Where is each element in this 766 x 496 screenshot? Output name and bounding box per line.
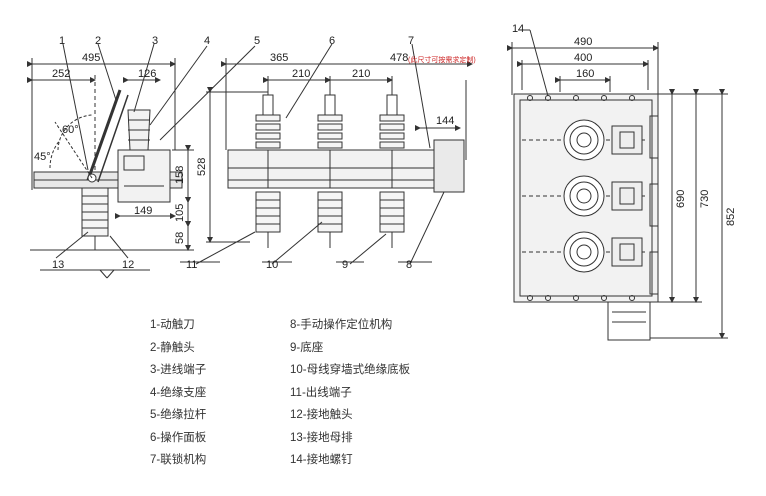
legend-right-column: 8-手动操作定位机构 9-底座 10-母线穿墙式绝缘底板 11-出线端子 12-… xyxy=(290,314,410,472)
pole-1 xyxy=(522,119,648,161)
dim-252: 252 xyxy=(52,68,70,80)
callout-7: 7 xyxy=(408,35,414,47)
dim-126: 126 xyxy=(138,68,156,80)
dim-158: 158 xyxy=(174,166,186,184)
dim-478: 478 xyxy=(390,52,408,64)
dim-690: 690 xyxy=(675,190,687,208)
dim-149: 149 xyxy=(134,205,152,217)
callout-3: 3 xyxy=(152,35,158,47)
front-view-phases xyxy=(255,94,405,248)
legend-item: 9-底座 xyxy=(290,341,324,354)
legend-item: 3-进线端子 xyxy=(150,364,207,376)
legend-item: 12-接地触头 xyxy=(290,409,353,421)
dim-400: 400 xyxy=(574,52,592,64)
dim-105: 105 xyxy=(174,204,186,222)
callout-2: 2 xyxy=(95,35,101,47)
front-view-labels: 6 7 365 478 (此尺寸可按需求定制) 210 210 528 144 … xyxy=(186,35,476,271)
legend-item: 6-操作面板 xyxy=(150,431,207,444)
callout-1: 1 xyxy=(59,35,65,47)
legend-item: 14-接地螺钉 xyxy=(290,454,353,466)
callout-5: 5 xyxy=(254,35,260,47)
legend-left-column: 1-动触刀 2-静触头 3-进线端子 4-绝缘支座 5-绝缘拉杆 6-操作面板 … xyxy=(150,314,206,472)
dim-144: 144 xyxy=(436,115,454,127)
pole-2 xyxy=(522,175,648,217)
legend-item: 10-母线穿墙式绝缘底板 xyxy=(290,364,411,376)
phase-insulator-3 xyxy=(379,94,405,248)
front-view xyxy=(206,58,473,243)
callout-12: 12 xyxy=(122,259,134,271)
legend-item: 1-动触刀 xyxy=(150,319,195,331)
callout-13: 13 xyxy=(52,259,64,271)
dim-852: 852 xyxy=(725,208,737,226)
callout-6: 6 xyxy=(329,35,335,47)
phase-insulator-2 xyxy=(317,94,343,248)
pole-3 xyxy=(522,231,648,273)
dim-490: 490 xyxy=(574,36,592,48)
phase-insulator-1 xyxy=(255,94,281,248)
legend-item: 7-联锁机构 xyxy=(150,454,207,466)
top-view-labels: 14 490 400 160 690 730 852 xyxy=(512,23,737,226)
side-view-labels: 1 2 3 4 5 495 252 126 60° 45° 158 149 10… xyxy=(34,35,260,271)
dim-365: 365 xyxy=(270,52,288,64)
callout-9: 9 xyxy=(342,259,348,271)
customizable-note: (此尺寸可按需求定制) xyxy=(408,55,476,64)
dim-160: 160 xyxy=(576,68,594,80)
front-view-leaders xyxy=(180,43,445,265)
mounting-holes xyxy=(527,95,635,301)
legend-item: 11-出线端子 xyxy=(290,386,352,399)
dim-528: 528 xyxy=(196,158,208,176)
legend-item: 2-静触头 xyxy=(150,341,195,354)
callout-10: 10 xyxy=(266,259,278,271)
callout-4: 4 xyxy=(204,35,210,47)
side-view xyxy=(27,43,256,279)
top-view-poles xyxy=(522,95,648,301)
angle-60: 60° xyxy=(62,124,79,136)
callout-14: 14 xyxy=(512,23,524,35)
dim-730: 730 xyxy=(699,190,711,208)
callout-11: 11 xyxy=(186,259,197,271)
dim-210-right: 210 xyxy=(352,68,370,80)
legend-item: 5-绝缘拉杆 xyxy=(150,409,207,421)
legend-item: 4-绝缘支座 xyxy=(150,386,207,399)
legend-item: 8-手动操作定位机构 xyxy=(290,319,393,331)
angle-45: 45° xyxy=(34,151,51,163)
dim-58: 58 xyxy=(174,232,186,244)
dim-495: 495 xyxy=(82,52,100,64)
callout-8: 8 xyxy=(406,259,412,271)
legend-item: 13-接地母排 xyxy=(290,431,353,444)
dim-210-left: 210 xyxy=(292,68,310,80)
